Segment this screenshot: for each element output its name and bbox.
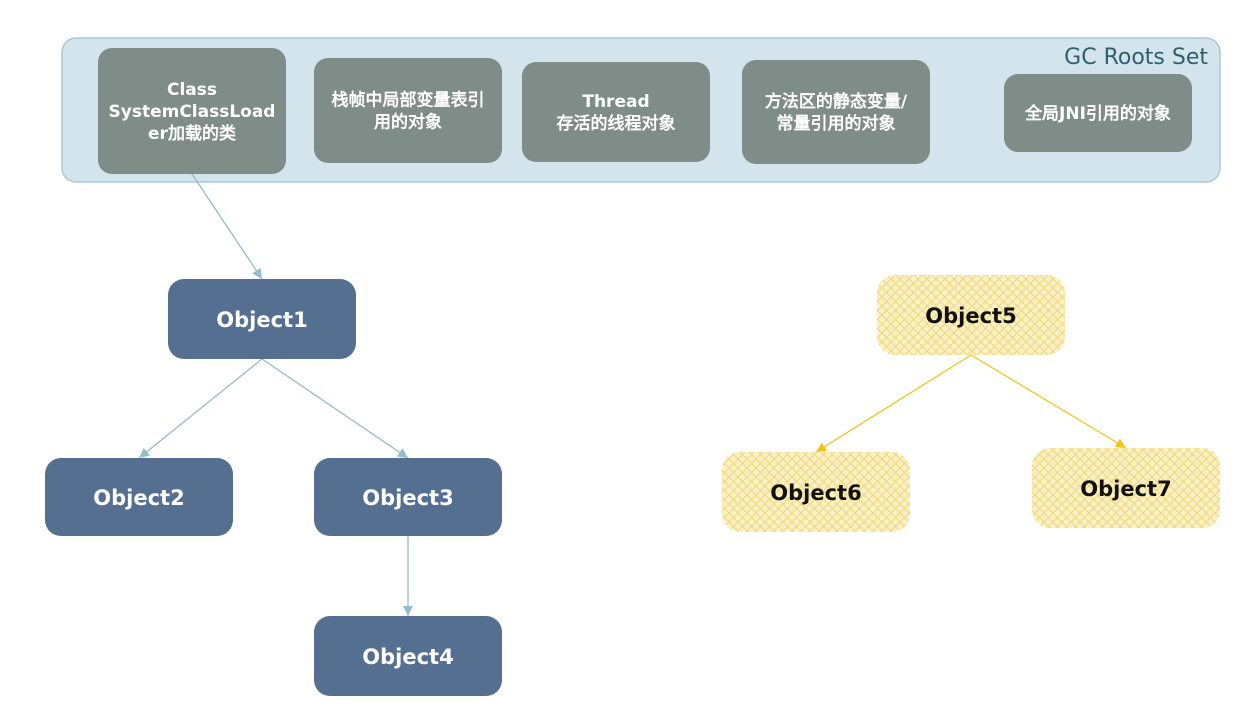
edge-line xyxy=(138,358,263,459)
edge-object5-to-object6 xyxy=(815,354,972,453)
gc-root-label: Class xyxy=(167,80,217,100)
edge-object5-to-object7 xyxy=(970,354,1127,449)
edge-object3-to-object4 xyxy=(403,536,413,616)
reachable-object-label: Object2 xyxy=(93,486,184,510)
gc-root-label: SystemClassLoad xyxy=(109,102,276,122)
gc-root-label: 全局JNI引用的对象 xyxy=(1024,103,1171,124)
gc-root-label: er加载的类 xyxy=(148,123,237,144)
edge-arrowhead xyxy=(396,448,408,458)
gc-root-label: 常量引用的对象 xyxy=(777,113,896,134)
reachable-object-label: Object1 xyxy=(216,308,307,332)
reachable-object-box xyxy=(314,458,502,536)
unreachable-object-box xyxy=(722,452,910,532)
edge-line xyxy=(815,354,972,453)
gc-root-box xyxy=(1004,74,1192,152)
reachable-object-label: Object4 xyxy=(362,645,453,669)
edge-arrowhead xyxy=(139,447,150,458)
node-object2: Object2 xyxy=(45,458,233,536)
gc-root-box xyxy=(314,58,502,163)
reachable-object-label: Object3 xyxy=(362,486,453,510)
edge-arrowhead xyxy=(403,606,413,616)
edge-object1-to-object3 xyxy=(261,358,409,459)
unreachable-object-label: Object7 xyxy=(1080,477,1171,501)
gc-root-label: 方法区的静态变量/ xyxy=(765,91,908,112)
node-object1: Object1 xyxy=(168,279,356,359)
gc-root-box xyxy=(522,62,710,162)
node-object5: Object5 xyxy=(877,275,1065,355)
node-object6: Object6 xyxy=(722,452,910,532)
gc-root-box xyxy=(98,48,286,174)
unreachable-object-box xyxy=(1032,448,1220,528)
gc-root-box xyxy=(742,60,930,164)
node-object4: Object4 xyxy=(314,616,502,696)
reachable-object-box xyxy=(314,616,502,696)
edge-line xyxy=(970,354,1127,449)
edge-line xyxy=(261,358,409,459)
gc-root-label: 存活的线程对象 xyxy=(557,113,676,134)
edge-arrowhead xyxy=(252,267,262,279)
unreachable-object-label: Object5 xyxy=(925,304,1016,328)
edge-class-loader-to-object1 xyxy=(191,173,263,280)
gc-root-static-vars: 方法区的静态变量/常量引用的对象 xyxy=(742,60,930,164)
edge-object1-to-object2 xyxy=(138,358,263,459)
gc-roots-title: GC Roots Set xyxy=(1064,45,1208,70)
gc-root-jni: 全局JNI引用的对象 xyxy=(1004,74,1192,152)
reachable-object-box xyxy=(45,458,233,536)
unreachable-object-box xyxy=(877,275,1065,355)
gc-root-label: 栈帧中局部变量表引 xyxy=(332,90,485,111)
node-object3: Object3 xyxy=(314,458,502,536)
edge-arrowhead xyxy=(816,442,828,452)
edges-layer xyxy=(138,173,1127,616)
unreachable-object-label: Object6 xyxy=(770,481,861,505)
reachable-object-box xyxy=(168,279,356,359)
edge-arrowhead xyxy=(1114,438,1126,448)
nodes-layer: ClassSystemClassLoader加载的类栈帧中局部变量表引用的对象T… xyxy=(45,48,1220,696)
gc-root-label: Thread xyxy=(582,92,649,112)
gc-root-label: 用的对象 xyxy=(374,112,442,133)
edge-line xyxy=(191,173,263,280)
node-object7: Object7 xyxy=(1032,448,1220,528)
